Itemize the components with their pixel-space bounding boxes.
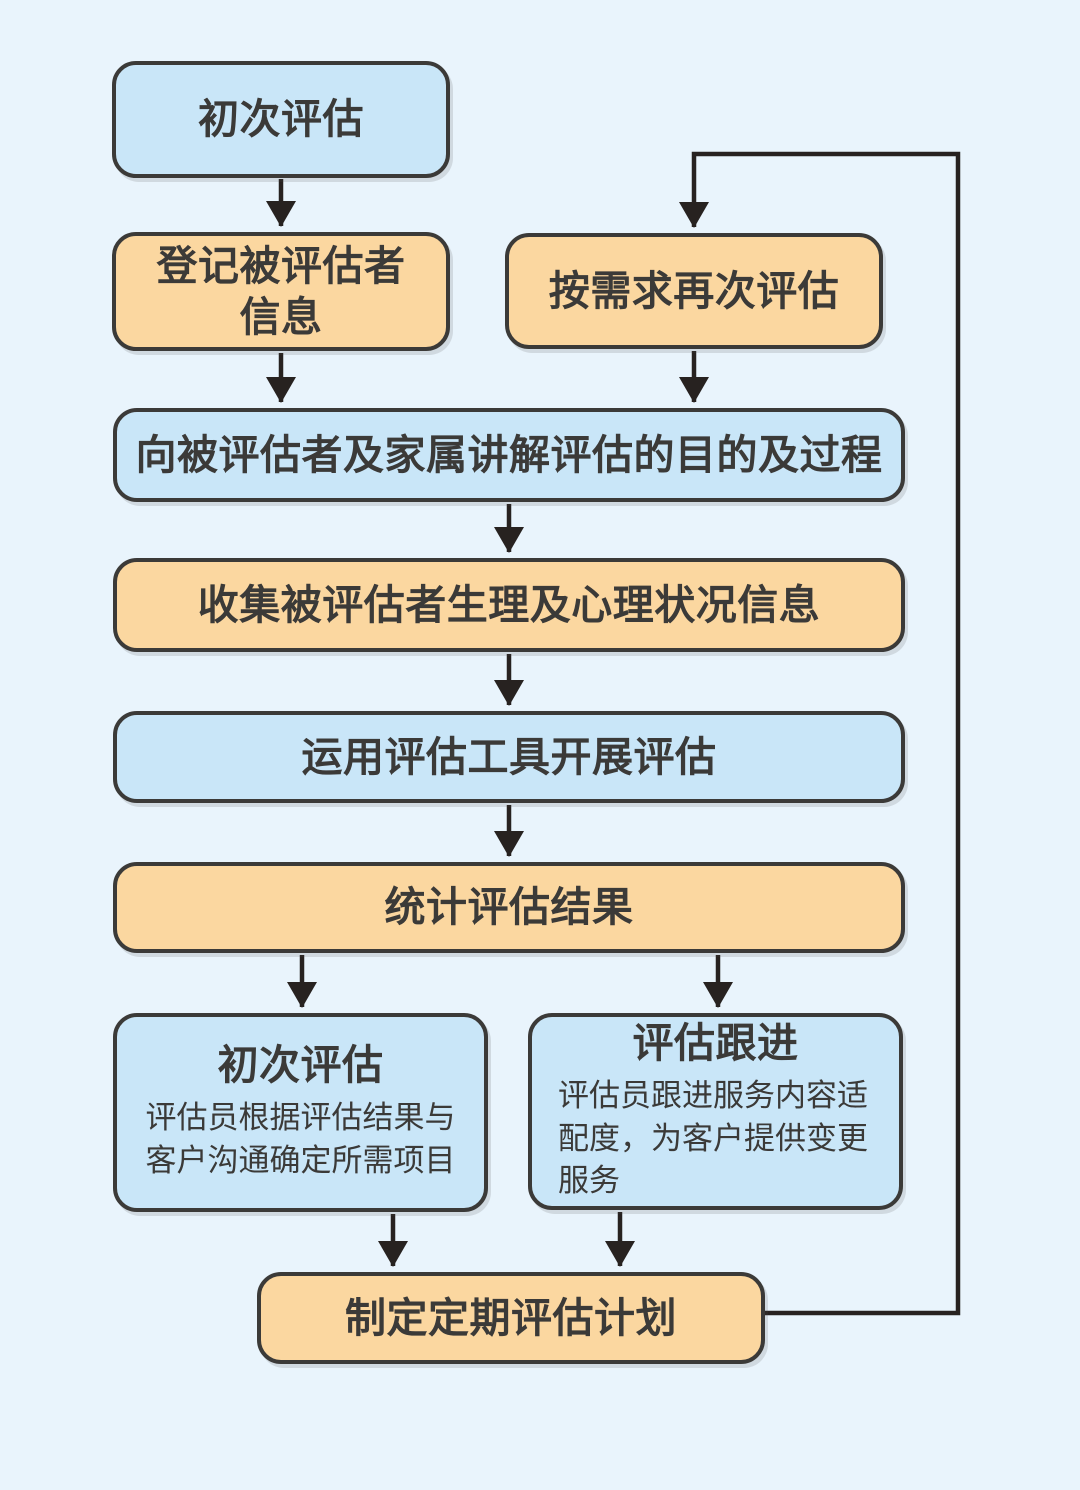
node-reassess-on-demand: 按需求再次评估 xyxy=(505,233,883,349)
node-explain-purpose-label: 向被评估者及家属讲解评估的目的及过程 xyxy=(135,431,883,478)
node-use-assessment-tools-label: 运用评估工具开展评估 xyxy=(301,733,717,780)
node-assessment-followup-title: 评估跟进 xyxy=(632,1019,799,1066)
node-use-assessment-tools: 运用评估工具开展评估 xyxy=(113,711,905,803)
node-collect-info-label: 收集被评估者生理及心理状况信息 xyxy=(197,581,821,628)
node-initial-assessment-detail: 初次评估 评估员根据评估结果与客户沟通确定所需项目 xyxy=(113,1013,488,1212)
node-periodic-plan: 制定定期评估计划 xyxy=(257,1272,765,1364)
node-tally-results-label: 统计评估结果 xyxy=(384,884,634,931)
node-register-info: 登记被评估者 信息 xyxy=(112,232,450,351)
node-register-info-label: 登记被评估者 信息 xyxy=(156,243,406,340)
node-initial-assessment-detail-title: 初次评估 xyxy=(217,1042,384,1089)
node-tally-results: 统计评估结果 xyxy=(113,862,905,953)
node-initial-assessment-detail-body: 评估员根据评估结果与客户沟通确定所需项目 xyxy=(145,1100,456,1179)
node-initial-assessment: 初次评估 xyxy=(112,61,450,178)
node-initial-assessment-label: 初次评估 xyxy=(198,96,364,143)
node-periodic-plan-label: 制定定期评估计划 xyxy=(345,1294,677,1341)
node-assessment-followup: 评估跟进 评估员跟进服务内容适配度，为客户提供变更服务 xyxy=(528,1013,903,1210)
node-reassess-on-demand-label: 按需求再次评估 xyxy=(548,267,840,314)
node-explain-purpose: 向被评估者及家属讲解评估的目的及过程 xyxy=(113,408,905,502)
node-collect-info: 收集被评估者生理及心理状况信息 xyxy=(113,558,905,652)
node-assessment-followup-body: 评估员跟进服务内容适配度，为客户提供变更服务 xyxy=(558,1077,868,1199)
